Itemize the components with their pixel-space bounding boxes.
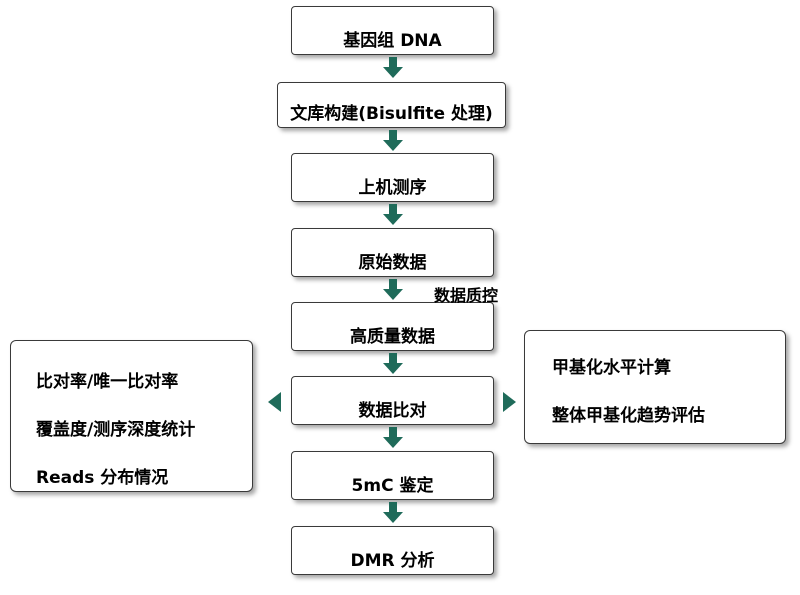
arrow-down-icon	[383, 502, 403, 523]
step-genomic-dna: 基因组 DNA	[291, 6, 494, 55]
panel-item: 甲基化水平计算	[552, 358, 671, 378]
step-label: 基因组 DNA	[343, 31, 442, 51]
arrow-down-icon	[383, 353, 403, 374]
step-label: 数据比对	[358, 401, 427, 421]
step-label: 5mC 鉴定	[351, 476, 434, 496]
step-label: 文库构建(Bisulfite 处理)	[290, 104, 493, 124]
step-label: DMR 分析	[350, 551, 435, 571]
arrow-down-icon	[383, 130, 403, 151]
panel-item: Reads 分布情况	[36, 468, 169, 488]
step-label: 高质量数据	[350, 327, 435, 347]
arrow-down-icon	[383, 57, 403, 78]
step-sequencing: 上机测序	[291, 153, 494, 202]
alignment-stats-panel: 比对率/唯一比对率 覆盖度/测序深度统计 Reads 分布情况	[10, 340, 253, 492]
step-raw-data: 原始数据	[291, 228, 494, 277]
step-label: 上机测序	[358, 178, 427, 198]
step-dmr-analysis: DMR 分析	[291, 526, 494, 575]
step-clean-data: 高质量数据	[291, 302, 494, 351]
arrow-down-icon	[383, 279, 403, 300]
step-library-construction: 文库构建(Bisulfite 处理)	[277, 82, 506, 128]
panel-item: 比对率/唯一比对率	[36, 372, 179, 392]
step-5mc-identification: 5mC 鉴定	[291, 451, 494, 500]
arrow-left-icon	[268, 392, 281, 412]
arrow-right-icon	[503, 392, 516, 412]
arrow-down-icon	[383, 427, 403, 448]
step-alignment: 数据比对	[291, 376, 494, 425]
panel-item: 覆盖度/测序深度统计	[36, 420, 196, 440]
step-label: 原始数据	[358, 253, 427, 273]
panel-item: 整体甲基化趋势评估	[552, 406, 705, 426]
qc-label: 数据质控	[434, 286, 499, 305]
arrow-down-icon	[383, 204, 403, 225]
methylation-analysis-panel: 甲基化水平计算 整体甲基化趋势评估	[524, 330, 786, 444]
